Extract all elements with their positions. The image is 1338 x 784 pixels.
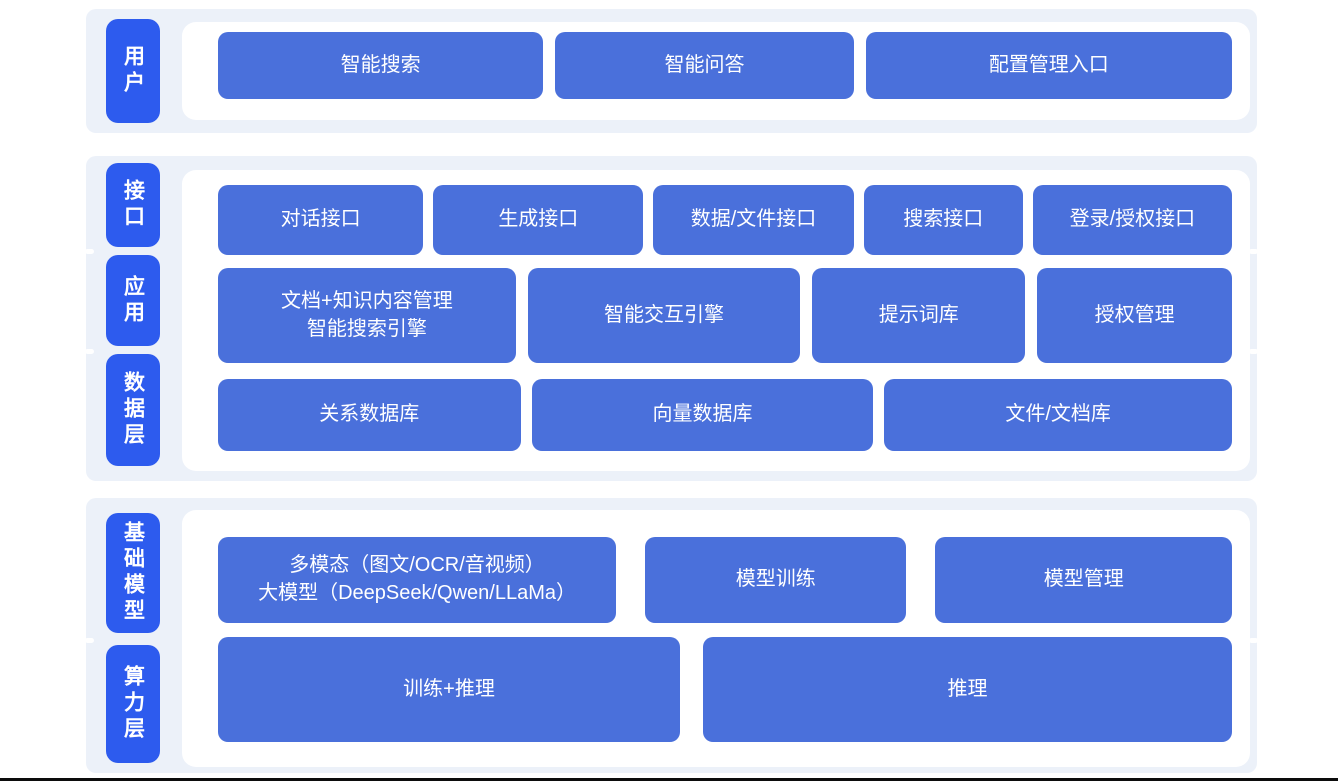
layer-label-compute: 算力层 — [106, 645, 160, 763]
node-prompt-library: 提示词库 — [812, 268, 1026, 363]
node-inference: 推理 — [703, 637, 1232, 742]
node-file-document-store: 文件/文档库 — [884, 379, 1232, 451]
node-model-management: 模型管理 — [935, 537, 1232, 623]
layer-row: 关系数据库 向量数据库 文件/文档库 — [218, 379, 1232, 451]
node-label: 登录/授权接口 — [1069, 208, 1196, 231]
node-label: 提示词库 — [878, 303, 959, 326]
layer-label-foundation-model-text: 基础模型 — [121, 521, 145, 625]
band-divider-notch — [85, 349, 94, 354]
node-chat-api: 对话接口 — [218, 185, 424, 255]
section-interface-application-data: 接口 应用 数据层 对话接口 生成接口 数据/文件接口 — [85, 156, 1258, 481]
band-divider-notch — [85, 249, 94, 254]
layer-label-application: 应用 — [106, 255, 160, 346]
node-label: 对话接口 — [280, 208, 361, 231]
node-multimodal-large-model: 多模态（图文/OCR/音视频） 大模型（DeepSeek/Qwen/LLaMa） — [218, 537, 617, 623]
node-label: 智能问答 — [664, 53, 745, 76]
band-divider-notch — [1249, 638, 1258, 643]
node-training-plus-inference: 训练+推理 — [218, 637, 680, 742]
node-config-management-entry: 配置管理入口 — [865, 32, 1232, 99]
node-label: 文档+知识内容管理 — [281, 289, 453, 312]
content-panel-user: 智能搜索 智能问答 配置管理入口 — [182, 22, 1250, 120]
node-label: 搜索接口 — [903, 208, 984, 231]
node-label: 配置管理入口 — [988, 53, 1109, 76]
layer-row: 训练+推理 推理 — [218, 637, 1232, 742]
node-label: 文件/文档库 — [1005, 403, 1111, 426]
node-label: 智能交互引擎 — [603, 303, 724, 326]
node-label: 推理 — [947, 677, 988, 700]
layer-label-compute-text: 算力层 — [121, 665, 145, 743]
node-label: 模型训练 — [735, 568, 816, 591]
layer-row: 智能搜索 智能问答 配置管理入口 — [218, 32, 1232, 99]
layer-label-data-text: 数据层 — [121, 371, 145, 449]
node-label: 大模型（DeepSeek/Qwen/LLaMa） — [258, 582, 576, 604]
node-smart-search: 智能搜索 — [218, 32, 544, 99]
layer-label-interface-text: 接口 — [121, 179, 145, 231]
node-label: 数据/文件接口 — [690, 208, 817, 231]
band-divider-notch — [85, 638, 94, 643]
content-panel-interface-app-data: 对话接口 生成接口 数据/文件接口 搜索接口 登录/授权接口 文档+知识内容管理 — [182, 170, 1250, 471]
layer-label-user: 用户 — [106, 19, 160, 123]
band-divider-notch — [1249, 349, 1258, 354]
node-vector-database: 向量数据库 — [531, 379, 874, 451]
node-label: 关系数据库 — [319, 403, 420, 426]
layer-label-interface: 接口 — [106, 163, 160, 247]
node-smart-qa: 智能问答 — [555, 32, 854, 99]
node-label: 模型管理 — [1043, 568, 1124, 591]
node-relational-database: 关系数据库 — [218, 379, 521, 451]
node-label: 授权管理 — [1094, 303, 1175, 326]
node-data-file-api: 数据/文件接口 — [653, 185, 854, 255]
node-model-training: 模型训练 — [645, 537, 907, 623]
node-label: 生成接口 — [498, 208, 579, 231]
node-label: 多模态（图文/OCR/音视频） — [289, 554, 545, 577]
node-label: 训练+推理 — [403, 677, 495, 700]
layer-row: 多模态（图文/OCR/音视频） 大模型（DeepSeek/Qwen/LLaMa）… — [218, 537, 1232, 623]
section-foundation-compute: 基础模型 算力层 多模态（图文/OCR/音视频） 大模型（DeepSeek/Qw… — [85, 498, 1258, 773]
node-auth-management: 授权管理 — [1037, 268, 1232, 363]
band-divider-notch — [1249, 249, 1258, 254]
node-label: 智能搜索引擎 — [306, 317, 427, 340]
section-user-layer: 用户 智能搜索 智能问答 配置管理入口 — [86, 9, 1257, 133]
content-panel-foundation-compute: 多模态（图文/OCR/音视频） 大模型（DeepSeek/Qwen/LLaMa）… — [182, 510, 1250, 767]
node-label: 向量数据库 — [652, 403, 753, 426]
layer-label-data: 数据层 — [106, 354, 160, 466]
bottom-divider-line — [0, 778, 1338, 781]
layer-label-foundation-model: 基础模型 — [106, 513, 160, 633]
node-login-auth-api: 登录/授权接口 — [1032, 185, 1232, 255]
layer-label-application-text: 应用 — [121, 274, 145, 327]
layer-row: 对话接口 生成接口 数据/文件接口 搜索接口 登录/授权接口 — [218, 185, 1232, 255]
layer-row: 文档+知识内容管理 智能搜索引擎 智能交互引擎 提示词库 授权管理 — [218, 268, 1232, 363]
node-generation-api: 生成接口 — [433, 185, 644, 255]
node-smart-interaction-engine: 智能交互引擎 — [527, 268, 801, 363]
node-doc-knowledge-search-engine: 文档+知识内容管理 智能搜索引擎 — [218, 268, 516, 363]
node-search-api: 搜索接口 — [863, 185, 1023, 255]
node-label: 智能搜索 — [340, 53, 421, 76]
layer-label-user-text: 用户 — [121, 45, 145, 97]
